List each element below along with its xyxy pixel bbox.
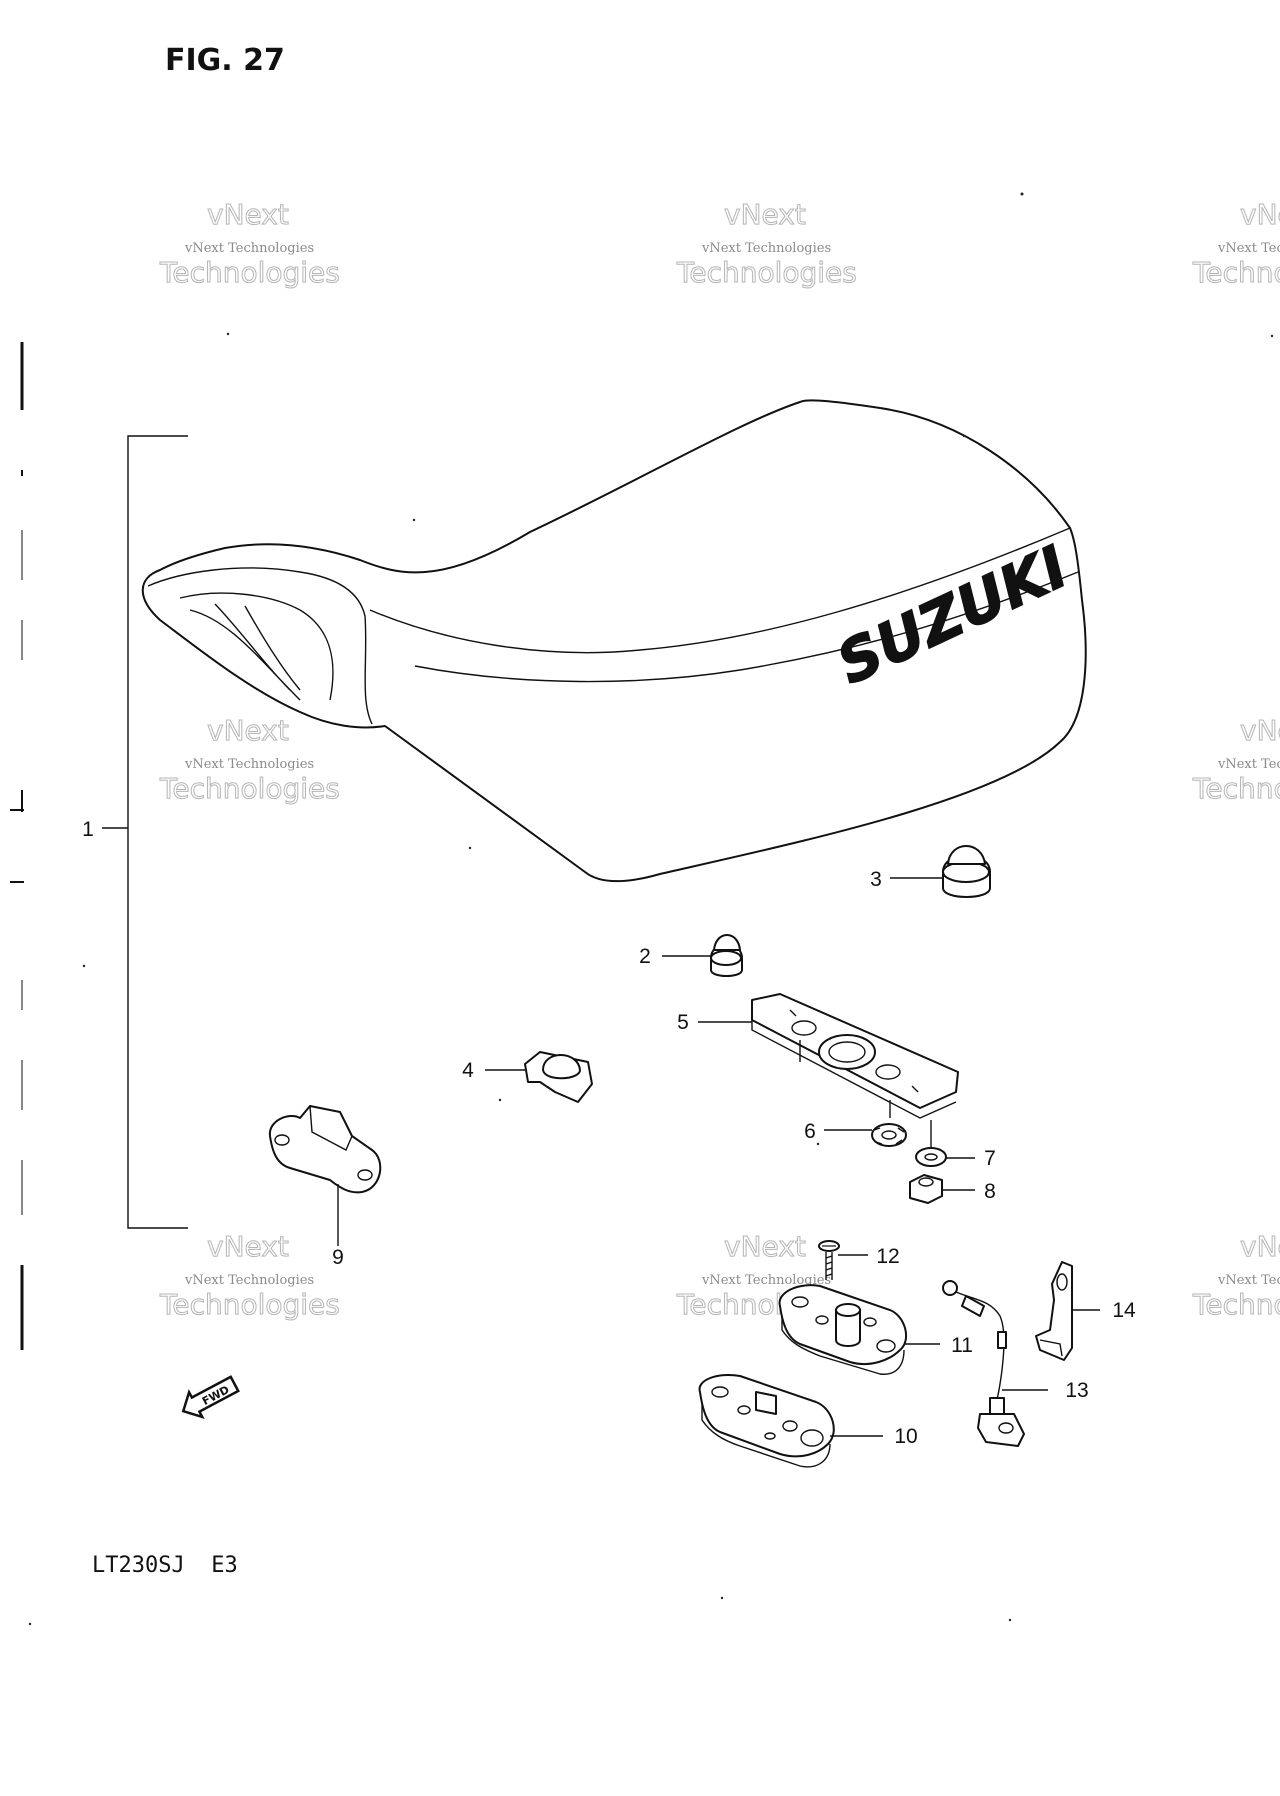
part-13-cable [942,1280,1025,1447]
svg-text:vNext Technologies: vNext Technologies [184,241,314,256]
svg-text:vNext: vNext [724,1230,806,1263]
part-3-cushion [942,845,991,898]
svg-text:Technologies: Technologies [159,772,340,805]
seat-side-line [414,571,1079,683]
svg-text:Technologies: Technologies [1192,256,1280,289]
svg-text:vNext Technologies: vNext Technologies [701,241,831,256]
seat-pan-ribs [189,603,301,701]
part-11-latch [778,1284,908,1375]
part-7-washer [915,1147,947,1167]
watermark: vNext vNext Technologies Technologies [159,1230,341,1322]
svg-text:Technologies: Technologies [1192,772,1280,805]
callout-9: 9 [332,1246,344,1269]
svg-text:Technologies: Technologies [676,256,857,289]
part-10-latch-base [698,1374,835,1468]
svg-text:vNext: vNext [1240,198,1280,231]
svg-text:Technologies: Technologies [159,256,340,289]
svg-text:vNext: vNext [1240,714,1280,747]
callout-11: 11 [951,1334,973,1357]
svg-text:vNext Technologies: vNext Technologies [1217,757,1280,772]
svg-text:Technologies: Technologies [1192,1288,1280,1321]
callout-7: 7 [984,1147,996,1170]
scan-edge-marks [10,342,24,1350]
leader-lines [102,827,1100,1437]
part-4-stopper [524,1051,593,1103]
figure-title: FIG. 27 [165,43,285,78]
svg-text:vNext: vNext [207,1230,289,1263]
svg-text:vNext: vNext [207,714,289,747]
svg-text:vNext Technologies: vNext Technologies [184,757,314,772]
part-6-lock-washer [871,1123,907,1147]
callout-14: 14 [1112,1299,1136,1322]
svg-text:vNext: vNext [207,198,289,231]
part-5-bracket-plate [751,993,959,1119]
model-code: LT230SJ E3 [92,1553,238,1578]
seat-rear-fold [179,592,334,701]
seat-crown-line [369,527,1071,654]
callout-numbers: 1 2 3 4 5 6 7 8 9 10 11 12 13 14 [82,818,1136,1448]
svg-text:vNext Technologies: vNext Technologies [184,1273,314,1288]
scan-specks [28,192,1274,1626]
seat-assembly: SUZUKI [141,399,1087,883]
callout-1: 1 [82,818,94,841]
part-8-nut [909,1174,943,1204]
part-2-cushion [710,934,743,977]
watermark: vNext vNext Technologies Technologies [159,198,341,290]
callout-12: 12 [876,1245,899,1268]
callout-5: 5 [677,1011,689,1034]
callout-10: 10 [894,1425,917,1448]
svg-text:vNext Technologies: vNext Technologies [1217,241,1280,256]
callout-2: 2 [639,945,651,968]
svg-text:vNext: vNext [1240,1230,1280,1263]
watermark: vNext vNext Technologies Technologies [1192,714,1280,806]
watermark: vNext vNext Technologies Technologies [159,714,341,806]
fwd-arrow-icon: FWD [181,1375,240,1420]
assembly-bracket [127,435,188,1229]
part-14-clamp-bracket [1035,1261,1073,1361]
svg-text:Technologies: Technologies [159,1288,340,1321]
watermark: vNext vNext Technologies Technologies [676,198,858,290]
callout-8: 8 [984,1180,996,1203]
part-12-screw [818,1240,840,1280]
watermark: vNext vNext Technologies Technologies [1192,198,1280,290]
seat-rear-cutout [147,567,373,725]
svg-text:vNext Technologies: vNext Technologies [701,1273,831,1288]
watermark: vNext vNext Technologies Technologies [1192,1230,1280,1322]
callout-4: 4 [462,1059,474,1082]
svg-text:vNext Technologies: vNext Technologies [1217,1273,1280,1288]
callout-13: 13 [1065,1379,1088,1402]
callout-6: 6 [804,1120,816,1143]
callout-3: 3 [870,868,882,891]
svg-text:vNext: vNext [724,198,806,231]
part-9-hinge-bracket [268,1105,382,1194]
